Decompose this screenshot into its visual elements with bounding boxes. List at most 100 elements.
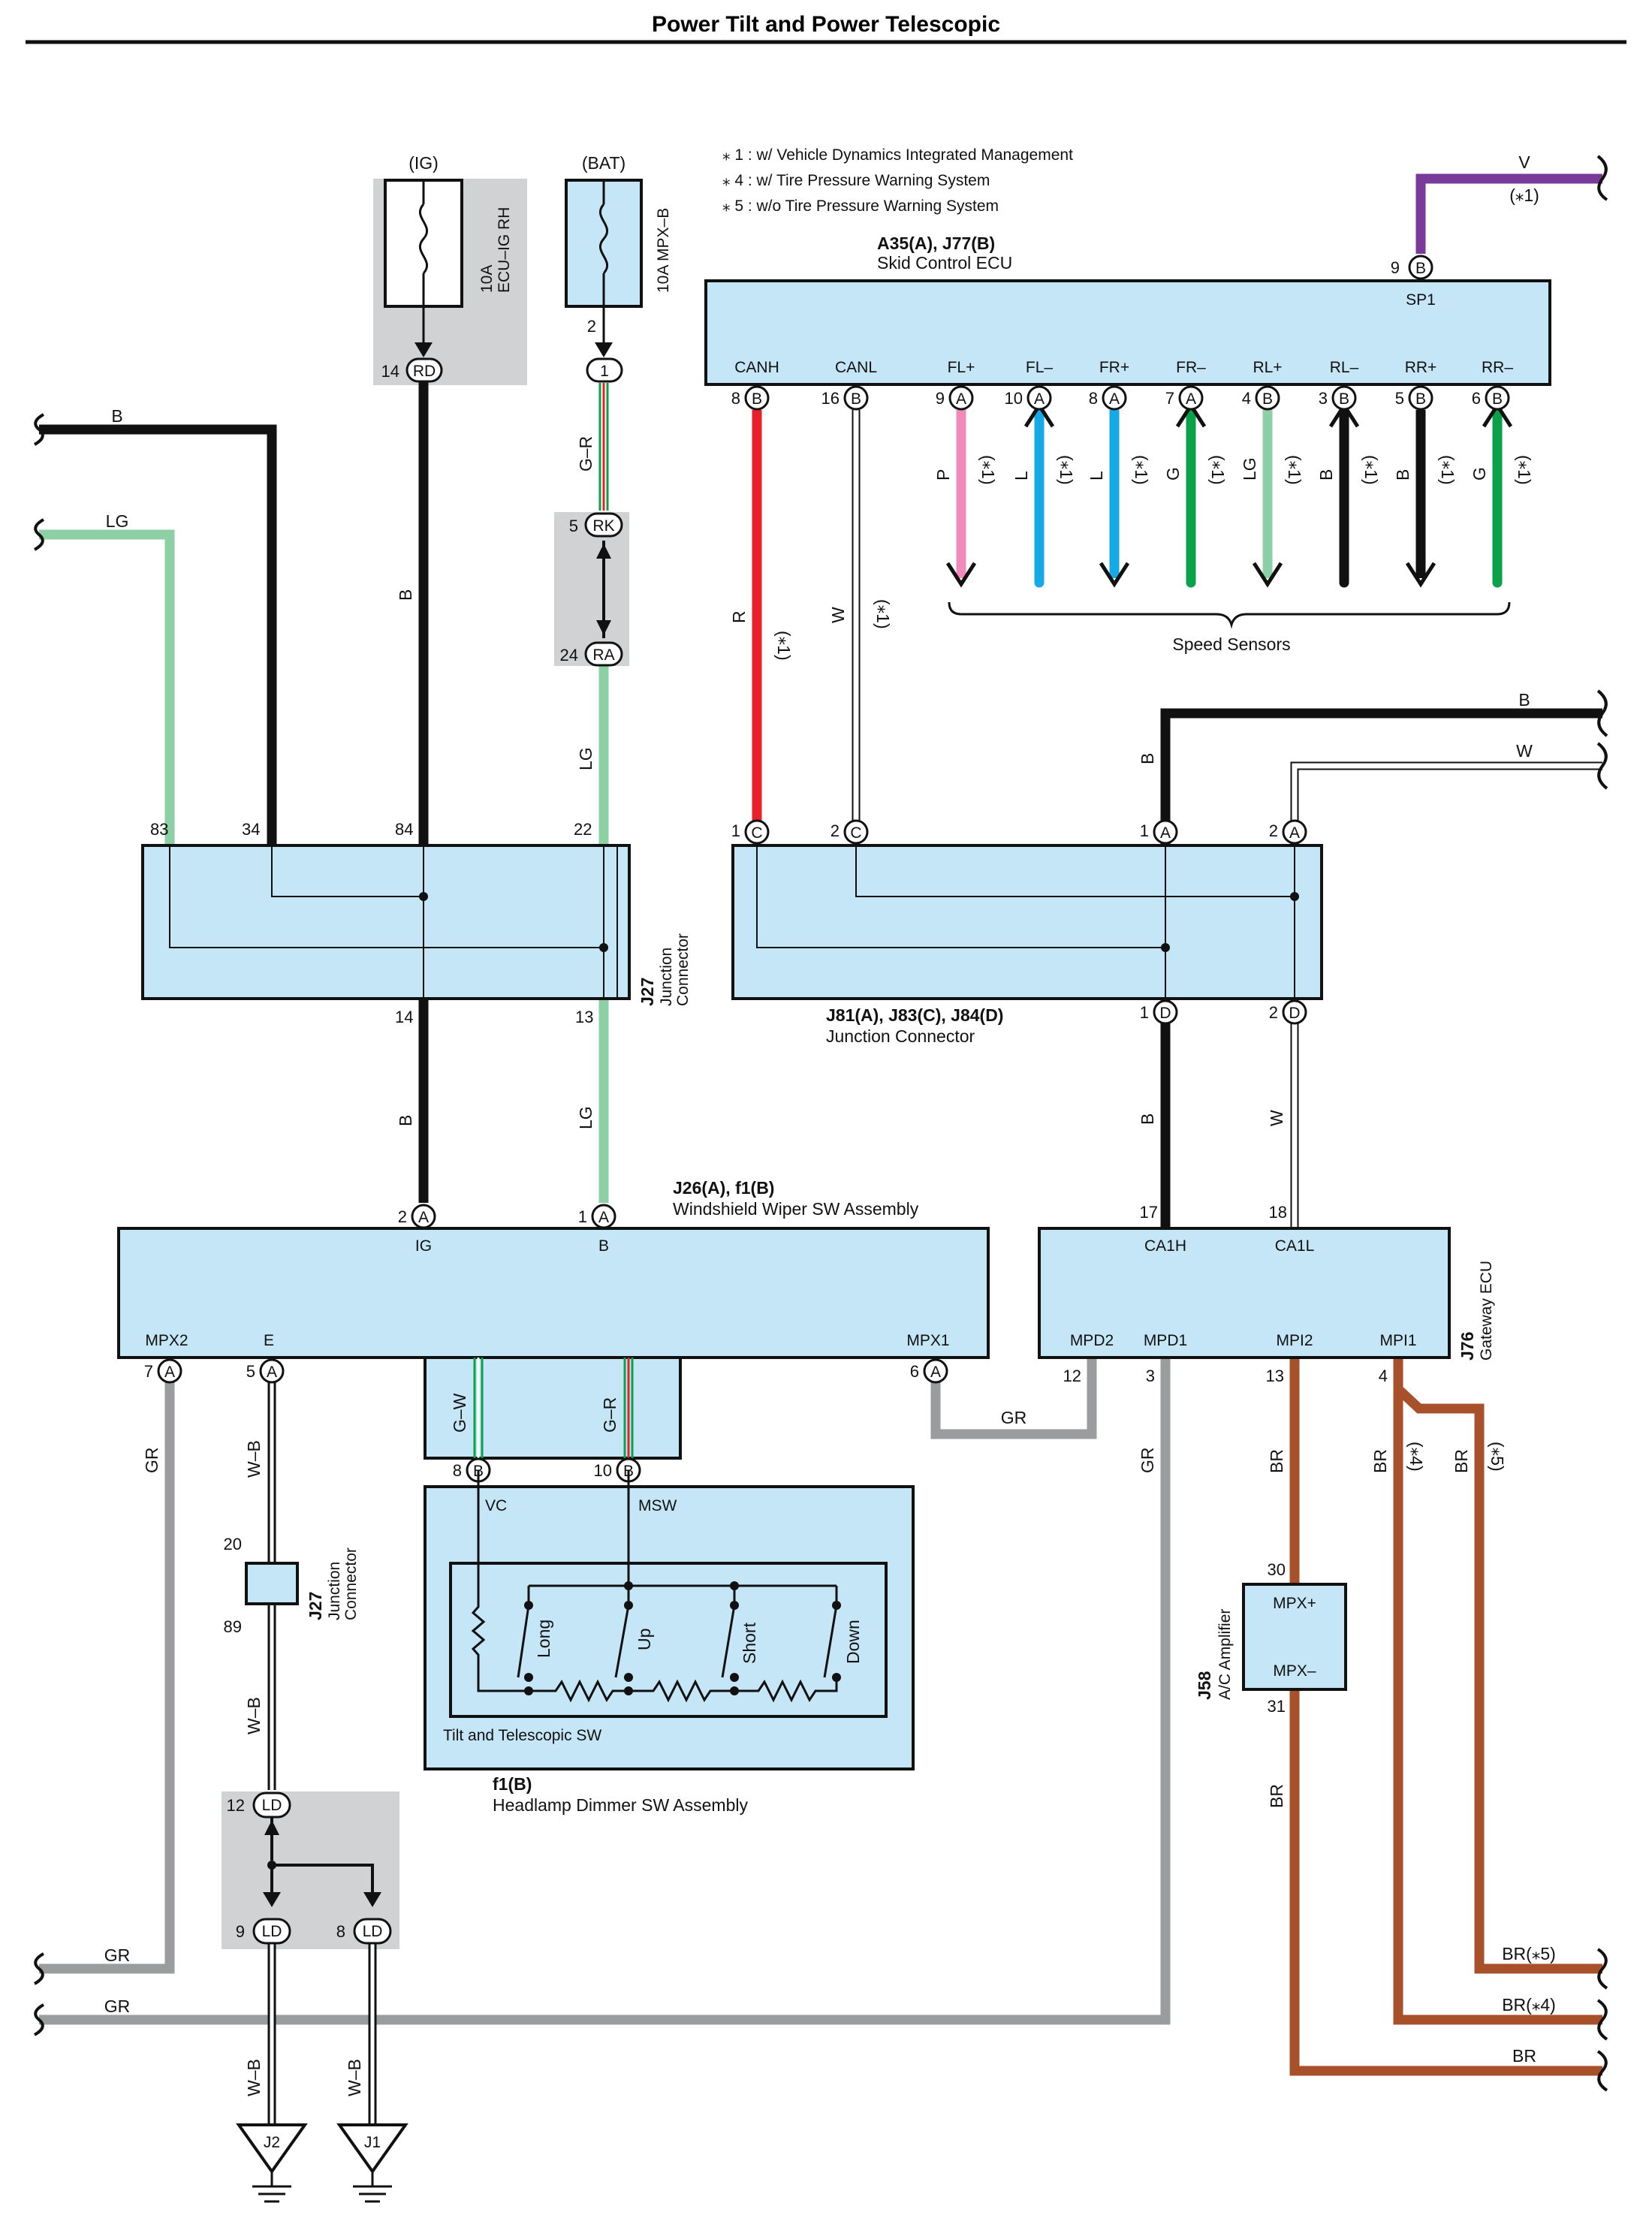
gateway-bottom-term-0: MPD2: [1070, 1332, 1114, 1349]
wiper-term-1-connector: A: [259, 1358, 285, 1384]
j27-small-pin-89: 89: [224, 1617, 242, 1636]
wire-br-mpi1-5: [1394, 1385, 1602, 1974]
skid-term-1-pin: 16: [821, 389, 840, 408]
j81-junction-connector: [731, 844, 1323, 1000]
wire-b-mid-label: B: [396, 1115, 415, 1126]
j81-bottom-connector-0-letter: D: [1159, 1005, 1171, 1022]
gateway-bottom-term-2: MPI2: [1276, 1332, 1313, 1349]
gateway-bottom-term-3: MPI1: [1379, 1332, 1416, 1349]
j27-pin-13: 13: [575, 1008, 593, 1026]
skid-term-3-name: FL–: [1026, 359, 1054, 376]
skid-term-6-name: RL+: [1253, 359, 1282, 376]
wire-br-mpi1-4: [1393, 1358, 1602, 2025]
svg-text:B: B: [1415, 260, 1426, 277]
wire-wb-j1-label: W–B: [345, 2059, 364, 2096]
j27-name-2: Connector: [674, 933, 692, 1006]
skid-sp1-pin: 9: [1391, 258, 1400, 277]
skid-term-2-connector-letter: A: [956, 390, 966, 408]
wire-br-note5: (⁎5): [1488, 1442, 1507, 1472]
speed-sensor-wires: [945, 402, 1513, 588]
wiper-term-1-connector-letter: A: [267, 1364, 277, 1381]
ac-name: A/C Amplifier: [1216, 1609, 1234, 1700]
wire-lg-top-label: LG: [106, 511, 129, 531]
j27-small-junction-connector: [245, 1562, 299, 1605]
skid-term-8-connector-letter: B: [1415, 390, 1426, 408]
bat-fuse-name: 10A MPX–B: [655, 208, 672, 293]
skid-term-1-name: CANL: [835, 359, 877, 376]
wire-r-label: R: [729, 610, 749, 623]
speed-wire-6-color: B: [1393, 469, 1412, 481]
rk-pin: 5: [569, 517, 578, 535]
skid-term-8-name: RR+: [1405, 359, 1437, 376]
wiper-inner-gw-label: G–W: [450, 1393, 469, 1433]
wiper-sw-name: Windshield Wiper SW Assembly: [673, 1199, 919, 1219]
j81-bottom-connector-0: D: [1153, 999, 1178, 1025]
wire-w-note: (⁎1): [873, 599, 893, 629]
wire-gr-bat-label: G–R: [576, 436, 595, 472]
wire-lg-left: [39, 529, 175, 845]
skid-term-1-connector-letter: B: [851, 390, 861, 408]
j81-top-connector-3: A: [1282, 819, 1307, 845]
note-4: ⁎ 4 : w/ Tire Pressure Warning System: [722, 172, 990, 189]
j81-top-pin-0: 1: [731, 821, 740, 840]
wire-b-gw-label: B: [1138, 1113, 1157, 1125]
speed-wire-5-color: B: [1316, 469, 1336, 481]
skid-term-2-connector: A: [948, 385, 974, 411]
speed-wire-6-note: (⁎1): [1438, 455, 1458, 485]
skid-term-3-connector: A: [1026, 385, 1052, 411]
wire-wb-e2-label: W–B: [244, 1697, 264, 1734]
speed-wire-0-color: P: [933, 469, 953, 481]
wire-b-right-top: [1160, 708, 1602, 845]
gateway-bottom-pin-1: 3: [1146, 1367, 1155, 1385]
tilt-telescopic-sw-label: Tilt and Telescopic SW: [443, 1727, 601, 1744]
wire-v: [1415, 173, 1602, 254]
svg-text:LD: LD: [363, 1923, 383, 1940]
wiper-top-pin-1: 1: [578, 1207, 587, 1226]
skid-term-8-connector: B: [1408, 385, 1433, 411]
skid-sp1-connector: B: [1408, 255, 1433, 280]
wire-w-gw-label: W: [1267, 1110, 1286, 1126]
wiper-sw-title: J26(A), f1(B): [673, 1178, 774, 1198]
skid-term-0-connector: B: [744, 385, 770, 411]
headlamp-sw-name: Headlamp Dimmer SW Assembly: [493, 1795, 748, 1815]
rk-connector: RK: [584, 512, 623, 538]
headlamp-sw-title: f1(B): [493, 1774, 532, 1794]
wire-gr-left1-label: GR: [104, 1945, 131, 1965]
windshield-wiper-sw-assembly: [117, 1227, 990, 1359]
skid-term-0-pin: 8: [731, 389, 740, 408]
rk-ra-area: [554, 512, 629, 666]
j27-pin-14: 14: [395, 1008, 413, 1026]
ld-connector-12: LD: [252, 1792, 291, 1819]
headlamp-vc: VC: [485, 1497, 507, 1514]
skid-term-7-connector: B: [1331, 385, 1357, 411]
wiper-term-b: B: [598, 1237, 609, 1255]
wiper-inner-pin-1: 10: [594, 1461, 612, 1480]
switch-up: Up: [635, 1629, 654, 1650]
wire-br5-bottom-label: BR(⁎5): [1502, 1944, 1556, 1963]
wire-lg-ra-label: LG: [576, 747, 595, 770]
ac-mpx-minus: MPX–: [1273, 1662, 1316, 1680]
wire-br-bottom-label: BR: [1512, 2046, 1536, 2066]
j81-top-connector-2: A: [1153, 819, 1178, 845]
skid-sp1-label: SP1: [1406, 291, 1436, 309]
j81-bottom-connector-1: D: [1282, 999, 1307, 1025]
skid-term-7-pin: 3: [1319, 389, 1328, 408]
j27-small-pin-20: 20: [224, 1535, 242, 1553]
skid-term-2-pin: 9: [936, 389, 945, 408]
wiper-top-connector-0: A: [411, 1204, 436, 1229]
wiper-inner-wires: [473, 1358, 634, 1458]
skid-ecu-name: Skid Control ECU: [877, 253, 1012, 273]
skid-term-9-connector-letter: B: [1492, 390, 1503, 408]
wire-gr-mpx1: [930, 1358, 1097, 1439]
skid-term-6-connector-letter: B: [1262, 390, 1273, 408]
wire-b-right-vert-label: B: [1138, 753, 1157, 764]
wire-gr-left2-label: GR: [104, 1996, 131, 2016]
gateway-ecu: [1038, 1227, 1451, 1359]
speed-wire-1-note: (⁎1): [1057, 455, 1076, 485]
svg-text:J2: J2: [264, 2134, 280, 2151]
wiper-top-connector-0-letter: A: [418, 1209, 429, 1226]
wiper-inner-connector: [424, 1356, 682, 1460]
